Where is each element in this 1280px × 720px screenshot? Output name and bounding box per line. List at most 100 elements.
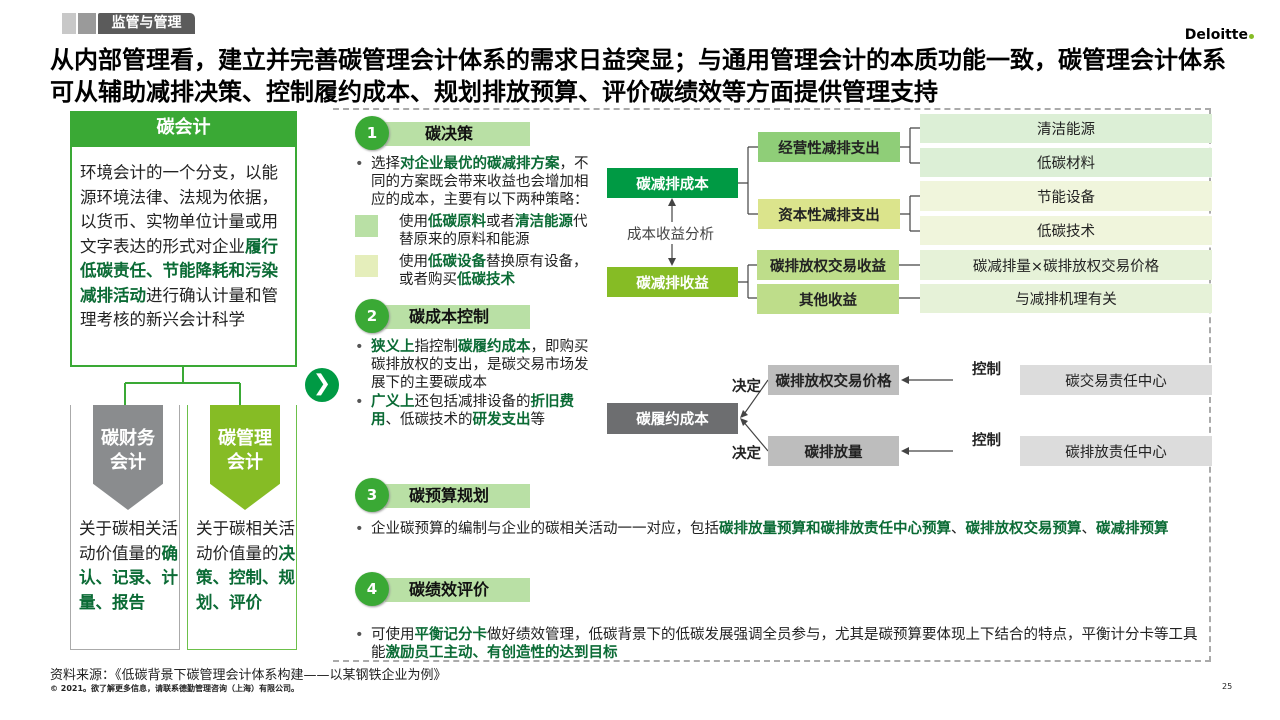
highlight-text: 广义上 bbox=[371, 394, 415, 410]
highlight-text: 碳减排预算 bbox=[1096, 521, 1169, 537]
section-1-bullet: 选择对企业最优的碳减排方案，不同的方案既会带来收益也会增加相应的成本，主要有以下… bbox=[355, 155, 595, 209]
page-number: 25 bbox=[1222, 682, 1233, 691]
text-segment: 还包括减排设备的 bbox=[414, 394, 531, 410]
section-2-header: 碳成本控制 2 bbox=[355, 299, 595, 333]
highlight-text: 低碳技术 bbox=[457, 272, 515, 288]
trade-income-box: 碳排放权交易收益 bbox=[757, 250, 899, 280]
source-note: 资料来源：《低碳背景下碳管理会计体系构建——以某钢铁企业为例》 bbox=[50, 668, 447, 683]
highlight-text: 碳排放权交易预算 bbox=[965, 521, 1082, 537]
carbon-accounting-definition: 环境会计的一个分支，以能源环境法律、法规为依据，以货币、实物单位计量或用文字表达… bbox=[70, 145, 297, 367]
text-segment: ，不同的方案既会带来收益也会增加相应的成本，主要有以下两种策略： bbox=[371, 156, 589, 208]
text-segment: 、低碳技术的 bbox=[385, 412, 473, 428]
text-segment: 、 bbox=[1081, 521, 1097, 537]
trade-formula-box: 碳减排量×碳排放权交易价格 bbox=[920, 250, 1212, 280]
strategy-1-text: 使用低碳原料或者清洁能源代替原来的原料和能源 bbox=[399, 213, 595, 249]
card-description: 关于碳相关活动价值量的决策、控制、规划、评价 bbox=[196, 517, 296, 615]
sections-1-2-column: 碳决策 1 选择对企业最优的碳减排方案，不同的方案既会带来收益也会增加相应的成本… bbox=[355, 116, 595, 429]
clean-energy-box: 清洁能源 bbox=[920, 114, 1212, 143]
section-4-bullet: 可使用平衡记分卡做好绩效管理，低碳背景下的低碳发展强调全员参与，尤其是碳预算要体… bbox=[355, 626, 1207, 662]
highlight-text: 狭义上 bbox=[371, 339, 415, 355]
text-segment: 代替原来的原料和能源 bbox=[399, 214, 588, 248]
text-segment: 使用 bbox=[399, 214, 428, 230]
carbon-accounting-heading: 碳会计 bbox=[70, 111, 297, 145]
highlight-text: 清洁能源 bbox=[515, 214, 573, 230]
section-1-header: 碳决策 1 bbox=[355, 116, 595, 150]
highlight-text: 对企业最优的碳减排方案 bbox=[400, 156, 560, 172]
carbon-reduction-benefit-box: 碳减排收益 bbox=[607, 267, 738, 297]
highlight-text: 折旧费用 bbox=[371, 394, 574, 428]
emissions-box: 碳排放量 bbox=[768, 436, 899, 466]
section-2-bullet: 狭义上指控制碳履约成本，即购买碳排放权的支出，是碳交易市场发展下的主要碳成本 bbox=[355, 338, 595, 392]
diagram2-lines bbox=[741, 379, 953, 452]
chevron-right-icon: ❯ bbox=[305, 368, 339, 402]
text-segment: 等 bbox=[530, 412, 546, 428]
text-segment: 企业碳预算的编制与企业的碳相关活动一一对应，包括 bbox=[371, 521, 719, 537]
diagram1-lines bbox=[671, 127, 920, 299]
tag-decoration bbox=[62, 13, 76, 34]
text-segment: 关于碳相关活动价值量的 bbox=[196, 519, 295, 563]
strategy-1: 使用低碳原料或者清洁能源代替原来的原料和能源 bbox=[355, 213, 595, 249]
carbon-management-accounting-card: 碳管理会计 关于碳相关活动价值量的决策、控制、规划、评价 bbox=[187, 405, 297, 650]
left-tree-lines bbox=[124, 367, 241, 405]
text-segment: 环境会计的一个分支，以能源环境法律、法规为依据，以货币、实物单位计量或用文字表达… bbox=[80, 163, 278, 256]
section-3-number: 3 bbox=[355, 478, 389, 512]
text-segment: 选择 bbox=[371, 156, 400, 172]
text-segment: 做好绩效管理，低碳背景下的低碳发展强调全员参与，尤其是碳预算要体现上下结合的特点… bbox=[371, 627, 1198, 661]
carbon-reduction-cost-box: 碳减排成本 bbox=[607, 168, 738, 198]
highlight-text: 碳排放量预算和碳排放责任中心预算 bbox=[719, 521, 951, 537]
strategy-2-text: 使用低碳设备替换原有设备，或者购买低碳技术 bbox=[399, 253, 595, 289]
cost-benefit-analysis-label: 成本收益分析 bbox=[627, 223, 714, 244]
highlight-text: 激励员工主动、有创造性的达到目标 bbox=[385, 645, 618, 661]
card-ribbon: 碳财务会计 bbox=[93, 405, 163, 510]
energy-equipment-box: 节能设备 bbox=[920, 181, 1212, 211]
low-carbon-tech-box: 低碳技术 bbox=[920, 216, 1212, 245]
deloitte-logo: Deloitte bbox=[1185, 27, 1254, 43]
section-tag: 监管与管理 bbox=[98, 13, 195, 34]
text-segment: ，即购买碳排放权的支出，是碳交易市场发展下的主要碳成本 bbox=[371, 339, 589, 391]
operating-expense-box: 经营性减排支出 bbox=[758, 132, 900, 162]
highlight-text: 履行低碳责任、节能降耗和污染减排活动 bbox=[80, 236, 278, 305]
strategy-2-color-swatch bbox=[355, 255, 378, 277]
text-segment: 可使用 bbox=[371, 627, 415, 643]
control-label: 控制 bbox=[972, 433, 1001, 449]
section-1-number: 1 bbox=[355, 116, 389, 150]
highlight-text: 确认、记录、计量、报告 bbox=[79, 543, 178, 612]
logo-dot-icon bbox=[1249, 34, 1254, 39]
low-carbon-material-box: 低碳材料 bbox=[920, 148, 1212, 177]
trade-price-box: 碳排放权交易价格 bbox=[768, 365, 899, 395]
page-title: 从内部管理看，建立并完善碳管理会计体系的需求日益突显；与通用管理会计的本质功能一… bbox=[50, 46, 1226, 106]
carbon-financial-accounting-card: 碳财务会计 关于碳相关活动价值量的确认、记录、计量、报告 bbox=[70, 405, 180, 650]
highlight-text: 平衡记分卡 bbox=[414, 627, 488, 643]
text-segment: 、 bbox=[951, 521, 966, 537]
section-4-number: 4 bbox=[355, 572, 389, 606]
capital-expense-box: 资本性减排支出 bbox=[758, 199, 900, 229]
section-3-heading: 碳预算规划 bbox=[385, 484, 530, 508]
text-segment: 或者 bbox=[486, 214, 515, 230]
decide-label: 决定 bbox=[732, 446, 761, 462]
strategy-2: 使用低碳设备替换原有设备，或者购买低碳技术 bbox=[355, 253, 595, 289]
compliance-cost-box: 碳履约成本 bbox=[607, 403, 738, 434]
text-segment: 进行确认计量和管理考核的新兴会计科学 bbox=[80, 285, 278, 330]
text-segment: 关于碳相关活动价值量的 bbox=[79, 519, 178, 563]
decide-label: 决定 bbox=[732, 379, 761, 395]
section-1-heading: 碳决策 bbox=[385, 122, 530, 146]
section-2-heading: 碳成本控制 bbox=[385, 305, 530, 329]
highlight-text: 低碳设备 bbox=[428, 254, 486, 270]
card-description: 关于碳相关活动价值量的确认、记录、计量、报告 bbox=[79, 517, 179, 615]
text-segment: 使用 bbox=[399, 254, 428, 270]
logo-text: Deloitte bbox=[1184, 27, 1248, 43]
highlight-text: 决策、控制、规划、评价 bbox=[196, 543, 295, 612]
trade-center-box: 碳交易责任中心 bbox=[1020, 365, 1212, 395]
emission-center-box: 碳排放责任中心 bbox=[1020, 436, 1212, 466]
other-desc-box: 与减排机理有关 bbox=[920, 284, 1212, 313]
highlight-text: 研发支出 bbox=[472, 412, 531, 428]
tag-decoration bbox=[78, 13, 96, 34]
strategy-1-color-swatch bbox=[355, 215, 378, 237]
section-3-bullet: 企业碳预算的编制与企业的碳相关活动一一对应，包括碳排放量预算和碳排放责任中心预算… bbox=[355, 520, 1207, 538]
highlight-text: 碳履约成本 bbox=[458, 339, 531, 355]
highlight-text: 低碳原料 bbox=[428, 214, 486, 230]
copyright: © 2021。欲了解更多信息，请联系德勤管理咨询（上海）有限公司。 bbox=[50, 684, 300, 693]
text-segment: 指控制 bbox=[414, 339, 459, 355]
section-2-bullet: 广义上还包括减排设备的折旧费用、低碳技术的研发支出等 bbox=[355, 393, 595, 429]
